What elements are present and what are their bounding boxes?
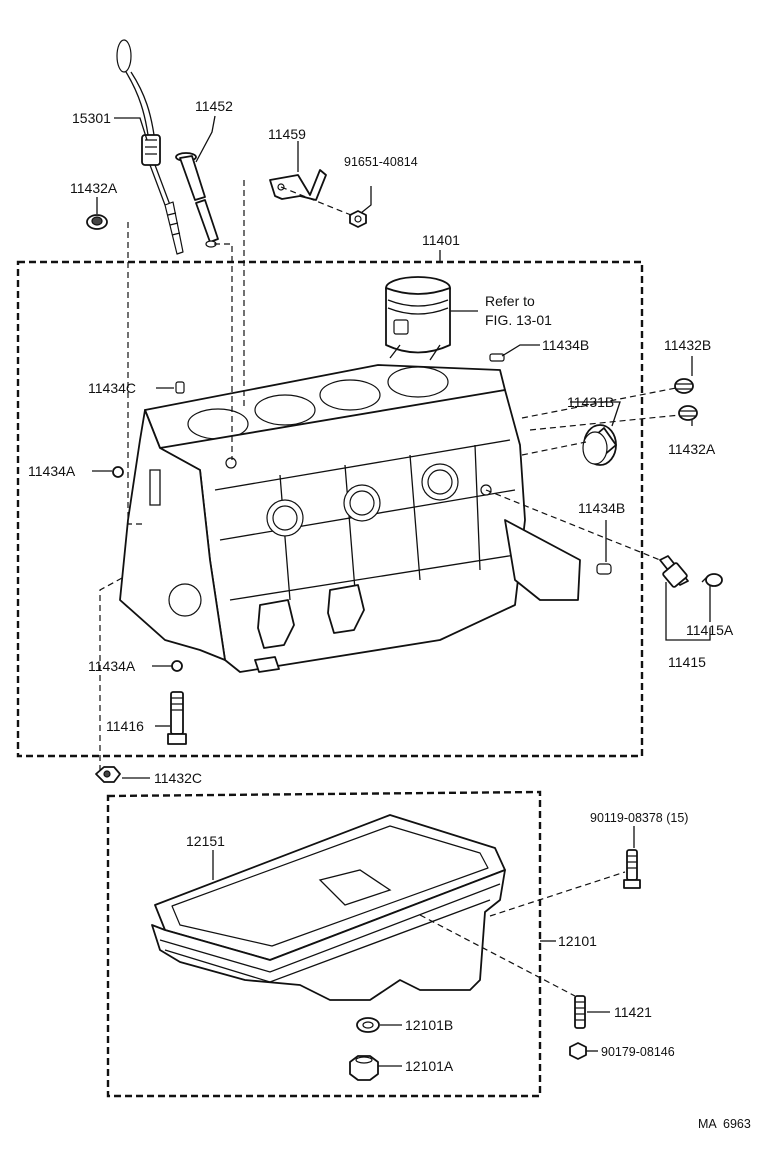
label-11459: 11459: [268, 126, 306, 142]
plug-11434c-part: [175, 381, 185, 394]
engine-block-group-frame: [16, 260, 644, 758]
label-11421: 11421: [614, 1004, 652, 1020]
label-11434b-right: 11434B: [578, 500, 625, 516]
label-11434b-top: 11434B: [542, 337, 589, 353]
seal-ring-part: [582, 424, 617, 466]
label-11431b: 11431B: [567, 394, 614, 410]
label-11432b: 11432B: [664, 337, 711, 353]
label-12151: 12151: [186, 833, 225, 849]
label-refer-to: Refer to: [485, 293, 535, 309]
label-11416: 11416: [106, 718, 144, 734]
stud-bolt-11416-part: [167, 691, 187, 745]
dowel-pin-part: [489, 353, 505, 362]
plug-part: [86, 214, 108, 230]
label-11415: 11415: [668, 654, 706, 670]
drain-gasket-part: [356, 1017, 380, 1033]
label-11434c: 11434C: [88, 380, 136, 396]
label-11432a-right: 11432A: [668, 441, 716, 457]
label-11432c: 11432C: [154, 770, 202, 786]
pan-bolt-part: [623, 849, 641, 889]
leader-lines: [92, 115, 711, 1067]
cylinder-block-part: [119, 364, 581, 673]
bracket-part: [269, 169, 327, 201]
label-91651-40814: 91651-40814: [344, 155, 418, 169]
label-fig-13-01: FIG. 13-01: [485, 312, 552, 328]
label-90179-08146: 90179-08146: [601, 1045, 675, 1059]
plug-11434a-low-part: [171, 660, 183, 672]
plug-11432c-part: [95, 766, 121, 783]
figure-code: MA 6963: [698, 1117, 751, 1131]
label-11432a-top: 11432A: [70, 180, 118, 196]
dipstick-part: [116, 39, 184, 255]
nut-part: [349, 210, 367, 228]
label-12101b: 12101B: [405, 1017, 453, 1033]
expansion-plug-part: [674, 378, 694, 394]
dipstick-guide-part: [175, 152, 219, 248]
plug-11434a-part: [112, 466, 124, 478]
drain-plug-part: [349, 1055, 379, 1081]
label-11452: 11452: [195, 98, 233, 114]
label-11434a-low: 11434A: [88, 658, 136, 674]
stud-11421-part: [574, 995, 586, 1029]
union-bolt-part: [701, 573, 723, 587]
label-12101: 12101: [558, 933, 597, 949]
nut-90179-part: [569, 1042, 587, 1060]
piston-part: [385, 276, 451, 361]
label-15301: 15301: [72, 110, 111, 126]
label-12101a: 12101A: [405, 1058, 454, 1074]
assembly-lines: [99, 180, 681, 997]
pin-part: [596, 563, 612, 575]
label-11415a: 11415A: [686, 622, 734, 638]
label-90119-08378: 90119-08378 (15): [590, 811, 688, 825]
switch-fitting-part: [659, 555, 689, 588]
expansion-plug-2-part: [678, 405, 698, 421]
oil-pan-group-frame: [106, 790, 542, 1098]
label-11401: 11401: [422, 232, 460, 248]
label-11434a-left: 11434A: [28, 463, 76, 479]
oil-pan-part: [151, 869, 506, 1001]
